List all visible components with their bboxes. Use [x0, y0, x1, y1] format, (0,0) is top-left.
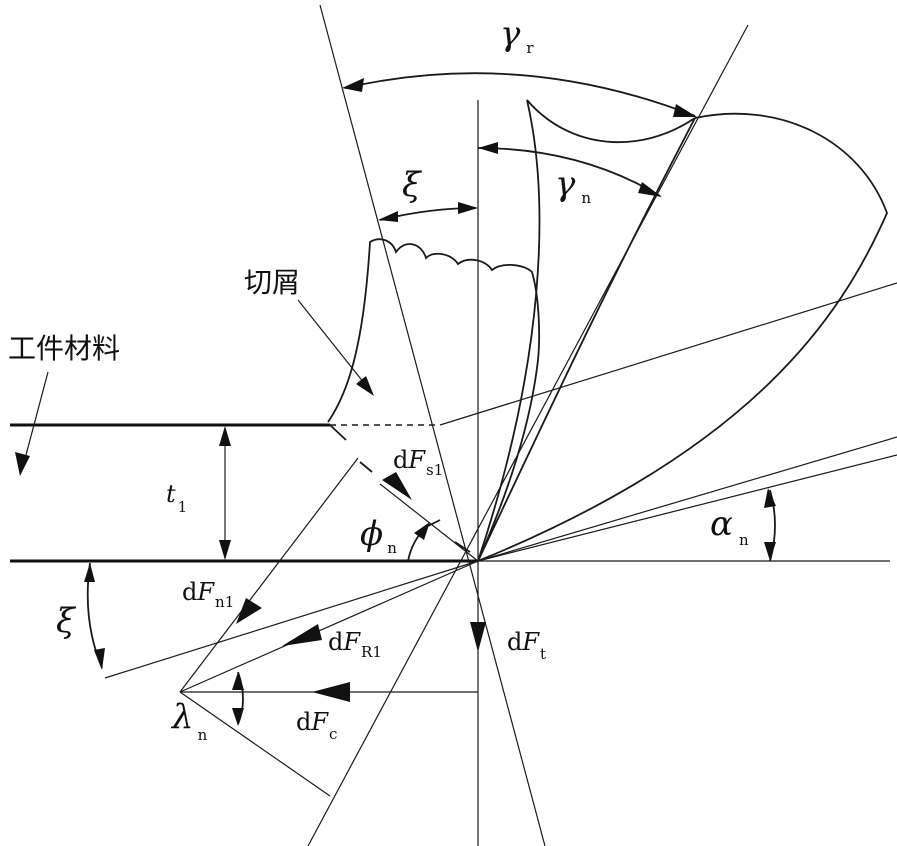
shear-plane-line [439, 282, 897, 426]
lambda-line [179, 691, 331, 797]
t1-arrow-top [219, 426, 231, 446]
gamma-n-arrow-left [478, 142, 498, 154]
dFR1-label: dFR1 [328, 628, 382, 661]
gamma-n-arrow-right [638, 182, 662, 197]
resultant-direction-line [104, 560, 479, 679]
phi-n-arrow [414, 522, 430, 540]
t1-arrow-bottom [219, 540, 231, 560]
workpiece-label: 工件材料 [8, 332, 120, 365]
chip-leader-line [297, 299, 369, 389]
gamma-r-arrow-left [342, 78, 364, 92]
dFt-label: dFt [507, 628, 546, 663]
tool-inner-curve [477, 117, 696, 562]
xi-left-label: ξ [56, 601, 77, 641]
dFR1-arrowhead [282, 624, 322, 646]
workpiece-leader-line [21, 371, 49, 471]
chip-leader-arrow [356, 376, 374, 396]
dFs1-dash-a [359, 461, 373, 473]
dFc-label: dFc [296, 708, 337, 743]
dFs1-arrowhead [382, 472, 412, 500]
dFR1-line [179, 560, 479, 693]
dFs1-label: dFs1 [393, 446, 443, 479]
tool-rake-curve [477, 99, 541, 562]
flank-line-upper [477, 436, 897, 562]
xi-top-arrow-left [378, 211, 398, 222]
chip-outline [327, 238, 540, 562]
dFn1-label: dFn1 [182, 578, 234, 611]
xi-left-arrow-bottom [94, 648, 105, 670]
xi-left-arrow-top [84, 563, 95, 582]
dFn1-line [179, 457, 359, 693]
alpha-n-arrow-top [764, 488, 776, 508]
workpiece-leader-arrow [15, 452, 30, 476]
shear-angle-tick [423, 519, 441, 529]
flank-line-lower [477, 454, 897, 562]
chip-label: 切屑 [244, 266, 300, 299]
rake-normal-line [319, 4, 546, 846]
gamma-n-arc [477, 147, 661, 197]
xi-top-label: ξ [402, 165, 423, 205]
rake-face-line [307, 24, 749, 846]
workpiece-corner-tick [329, 424, 347, 441]
alpha-n-arrow-bottom [764, 542, 776, 561]
dFs1-direction-line [379, 483, 479, 562]
flank-tick-mark [454, 541, 471, 553]
gamma-r-arc [344, 72, 696, 117]
dFt-arrowhead [470, 622, 486, 652]
tool-tip-curve [526, 99, 696, 143]
xi-top-arrow-right [458, 202, 478, 214]
tool-outline [477, 112, 888, 562]
dFn1-arrowhead [236, 598, 262, 624]
lambda-n-arrow-bottom [232, 708, 244, 726]
gamma-r-arrow-right [673, 104, 697, 117]
dFc-arrowhead [312, 682, 350, 702]
lambda-n-arrow-top [232, 672, 244, 690]
